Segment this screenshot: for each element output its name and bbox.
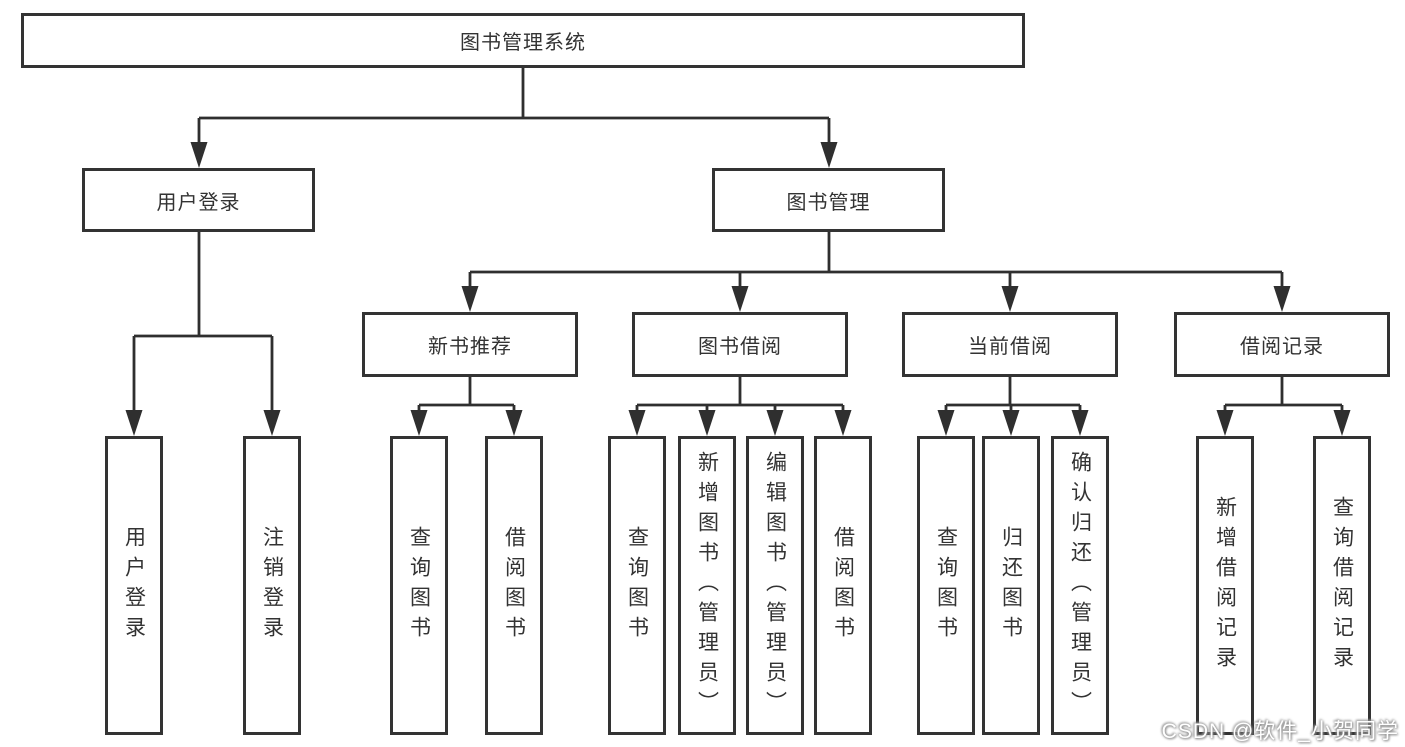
leaf-records-query-record: 查询借阅记录 [1313,436,1371,735]
leaf-user-login: 用户登录 [105,436,163,735]
arrowhead-records-add [1216,410,1234,436]
arrowhead-leaf-user-login [125,410,143,436]
arrowhead-current-return [1002,410,1020,436]
leaf-borrow-borrow-books: 借阅图书 [814,436,872,735]
node-book-management: 图书管理 [712,168,945,232]
connector-borrow-group [635,377,845,414]
node-book-borrow: 图书借阅 [632,312,848,377]
connector-recommend-group [417,377,516,414]
node-borrow-records: 借阅记录 [1174,312,1390,377]
arrowhead-book-borrow [731,286,749,312]
arrowhead-current-borrow [1001,286,1019,312]
arrowhead-recommend-query [410,410,428,436]
connector-current-group [944,377,1082,414]
arrowhead-borrow-query [628,410,646,436]
node-user-login: 用户登录 [82,168,315,232]
node-root: 图书管理系统 [21,13,1025,68]
connector-records-group [1223,377,1344,414]
arrowhead-borrow-borrow [834,410,852,436]
connector-user-login-group [132,232,274,414]
arrowhead-new-book-recommend [461,286,479,312]
arrowhead-current-query [937,410,955,436]
arrowhead-book-management [820,142,838,168]
leaf-recommend-query-books: 查询图书 [390,436,448,735]
leaf-current-return-books: 归还图书 [982,436,1040,735]
arrowhead-current-confirm [1071,410,1089,436]
node-current-borrow: 当前借阅 [902,312,1118,377]
node-new-book-recommend: 新书推荐 [362,312,578,377]
arrowhead-records-query [1333,410,1351,436]
leaf-current-query-books: 查询图书 [917,436,975,735]
leaf-records-add-record: 新增借阅记录 [1196,436,1254,735]
connector-book-management-group [468,232,1284,290]
arrowhead-borrow-edit [766,410,784,436]
arrowhead-borrow-add [698,410,716,436]
arrowhead-leaf-logout [263,410,281,436]
leaf-recommend-borrow-books: 借阅图书 [485,436,543,735]
connector-root-to-level2 [197,68,831,146]
arrowhead-recommend-borrow [505,410,523,436]
leaf-borrow-add-book-admin: 新增图书（管理员） [678,436,736,735]
leaf-current-confirm-return-admin: 确认归还（管理员） [1051,436,1109,735]
leaf-borrow-query-books: 查询图书 [608,436,666,735]
leaf-borrow-edit-book-admin: 编辑图书（管理员） [746,436,804,735]
arrowhead-borrow-records [1273,286,1291,312]
leaf-logout: 注销登录 [243,436,301,735]
arrowhead-user-login [190,142,208,168]
watermark: CSDN @软件_小贺同学 [1161,720,1399,743]
